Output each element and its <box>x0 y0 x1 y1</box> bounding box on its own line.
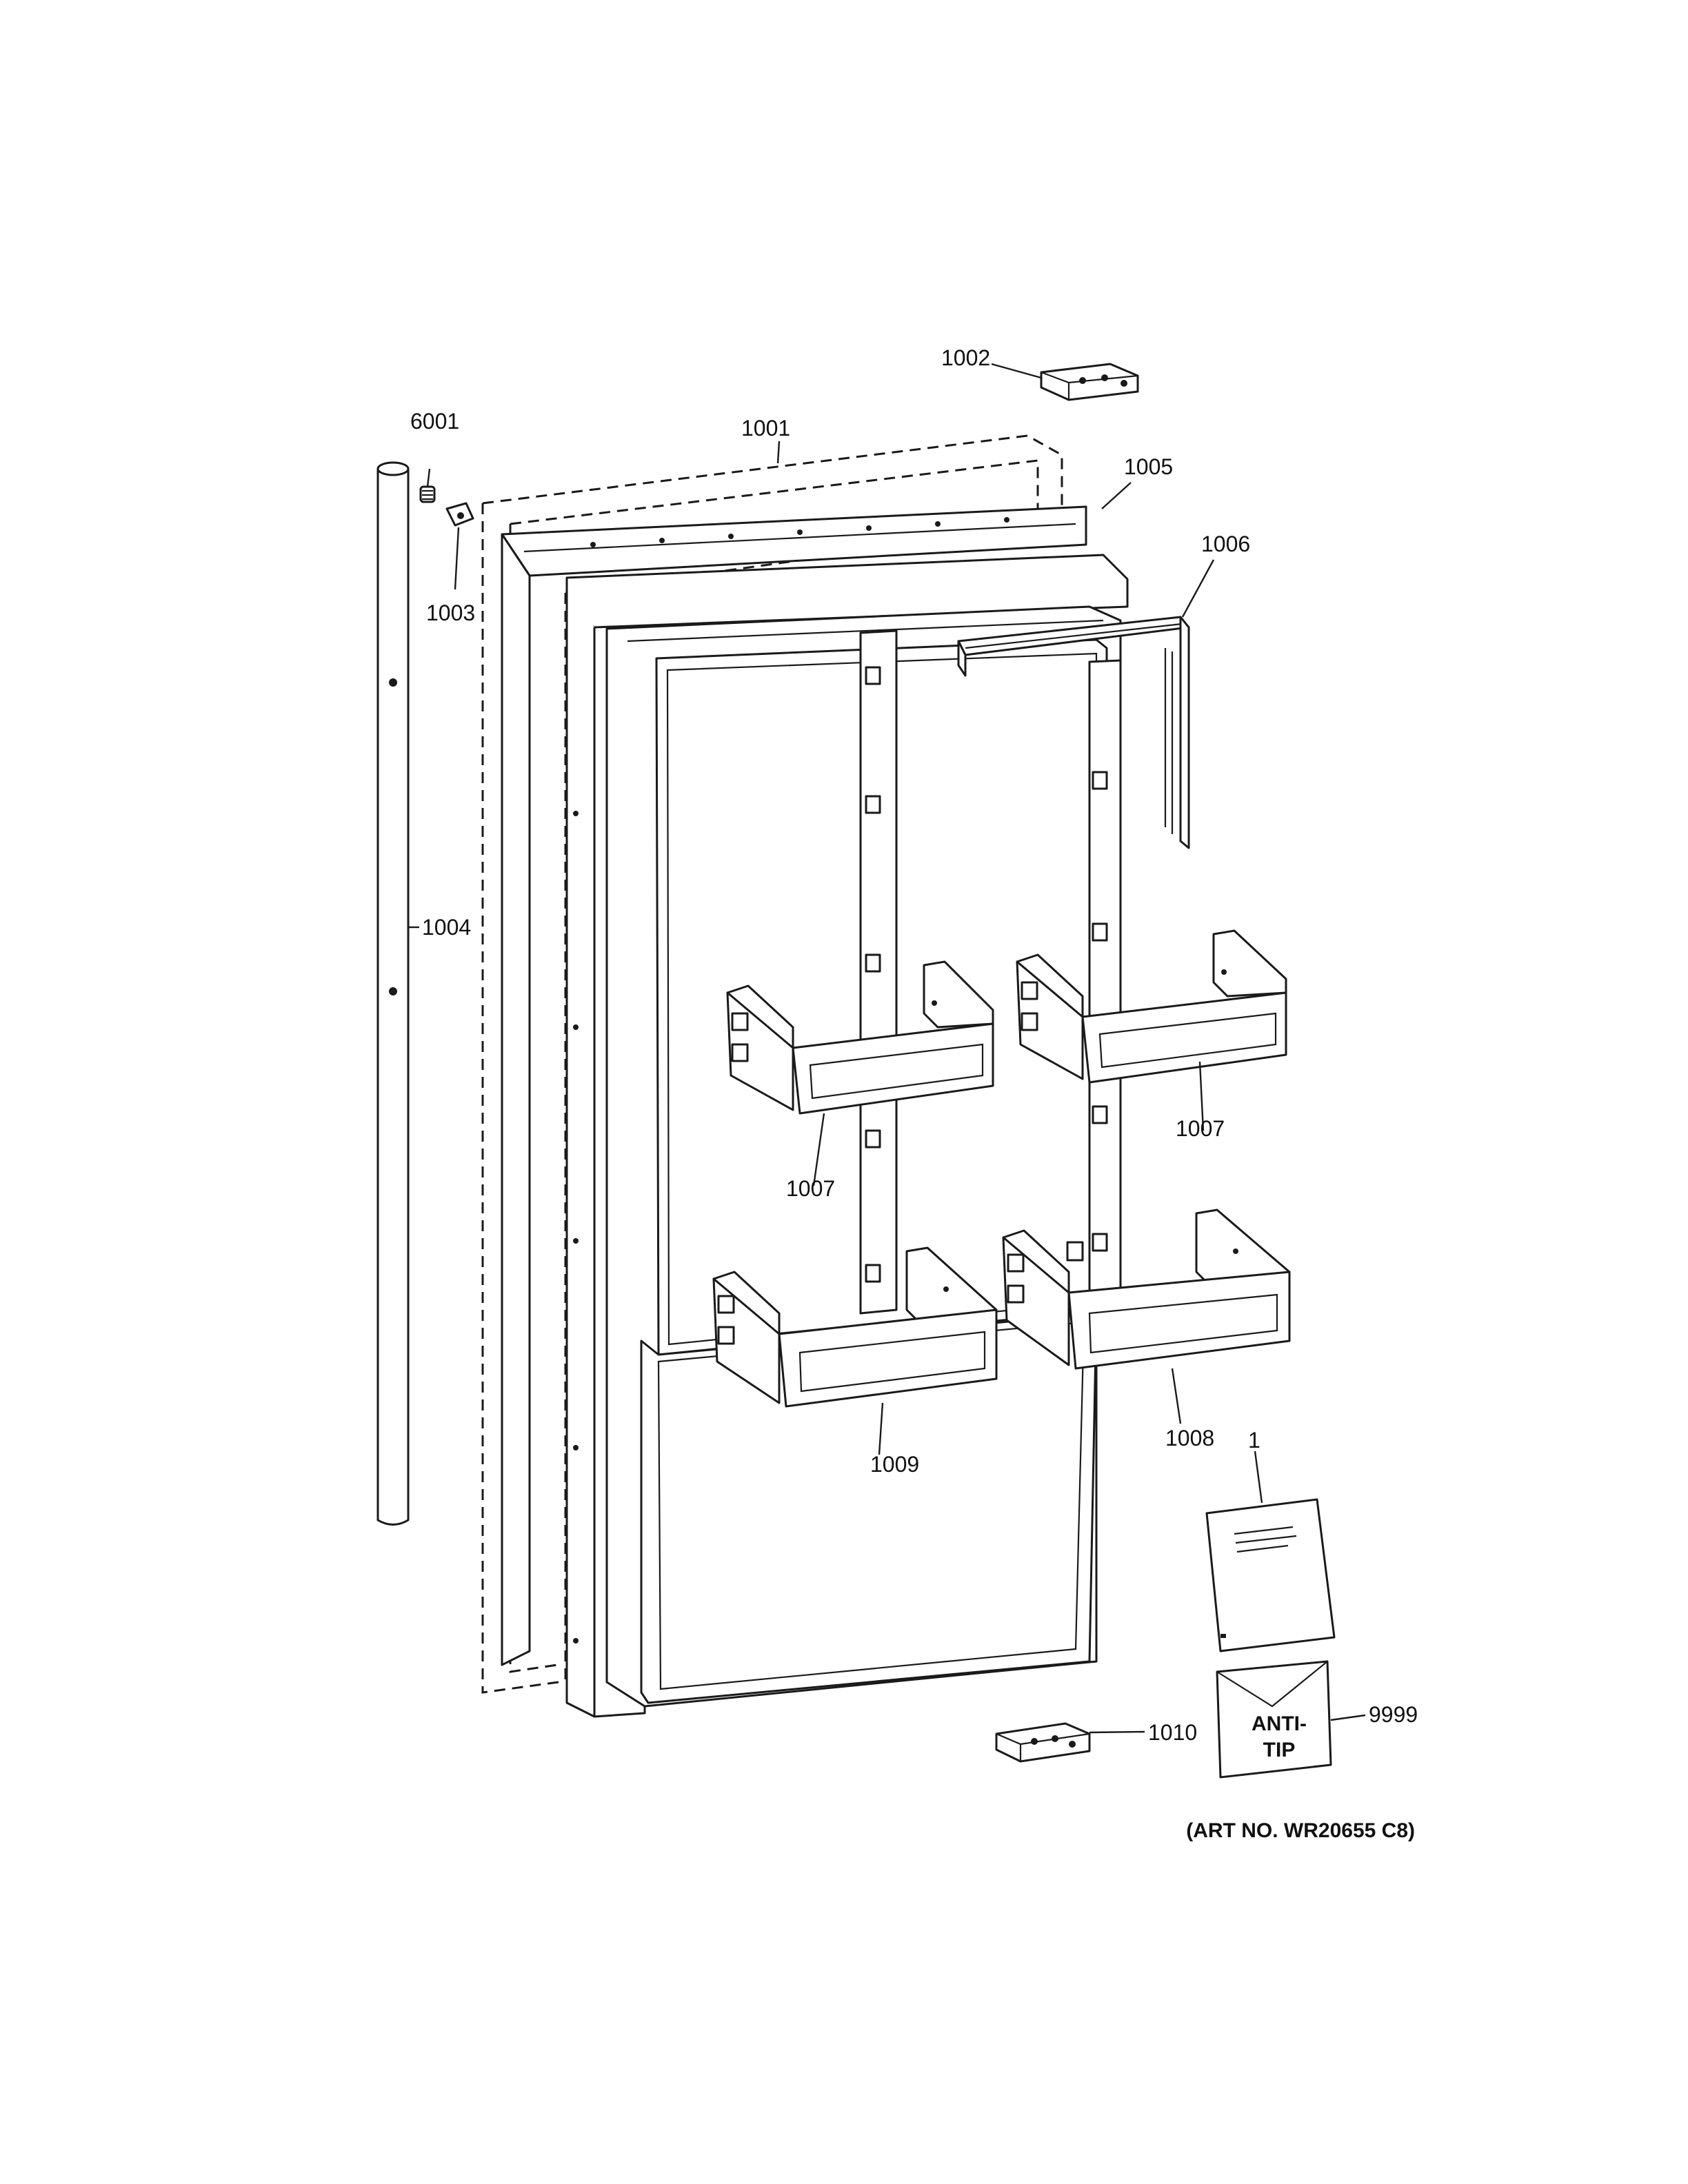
bottom-hinge <box>995 1722 1091 1763</box>
door-inner-liner <box>605 605 1122 1708</box>
art-number: (ART NO. WR20655 C8) <box>1186 1819 1415 1842</box>
handle-rod <box>376 461 410 1526</box>
anti-tip-line2: TIP <box>1263 1739 1296 1761</box>
callout-1009: 1009 <box>870 1452 919 1477</box>
bracket-part <box>445 502 474 527</box>
callout-1008: 1008 <box>1165 1426 1214 1450</box>
door-bin-upper-right <box>1016 929 1287 1084</box>
anti-tip-envelope: ANTI- TIP <box>1216 1660 1332 1779</box>
callout-1004: 1004 <box>422 915 471 940</box>
callout-1001: 1001 <box>741 416 790 441</box>
door-bin-upper-left <box>726 960 994 1115</box>
anti-tip-line1: ANTI- <box>1252 1712 1307 1735</box>
callout-6001: 6001 <box>410 409 459 434</box>
screw <box>419 485 436 503</box>
door-liner-frame <box>501 505 1087 1666</box>
callout-9999: 9999 <box>1369 1702 1418 1727</box>
door-bin-lower-right <box>1002 1209 1291 1370</box>
callout-1: 1 <box>1248 1428 1260 1453</box>
door-gasket <box>957 616 1190 849</box>
callout-1005: 1005 <box>1124 454 1173 479</box>
callout-1010: 1010 <box>1148 1720 1197 1745</box>
callout-1002: 1002 <box>941 345 990 370</box>
callout-1006: 1006 <box>1201 532 1250 556</box>
inner-door-frame <box>565 554 1129 1718</box>
leader-lines <box>408 363 1366 1734</box>
callout-1007-right: 1007 <box>1176 1116 1225 1141</box>
owners-manual-booklet <box>1205 1498 1336 1652</box>
callout-1003: 1003 <box>426 600 475 625</box>
door-bin-lower-left <box>712 1246 998 1408</box>
callout-1007-left: 1007 <box>786 1176 835 1201</box>
top-hinge <box>1040 363 1139 401</box>
